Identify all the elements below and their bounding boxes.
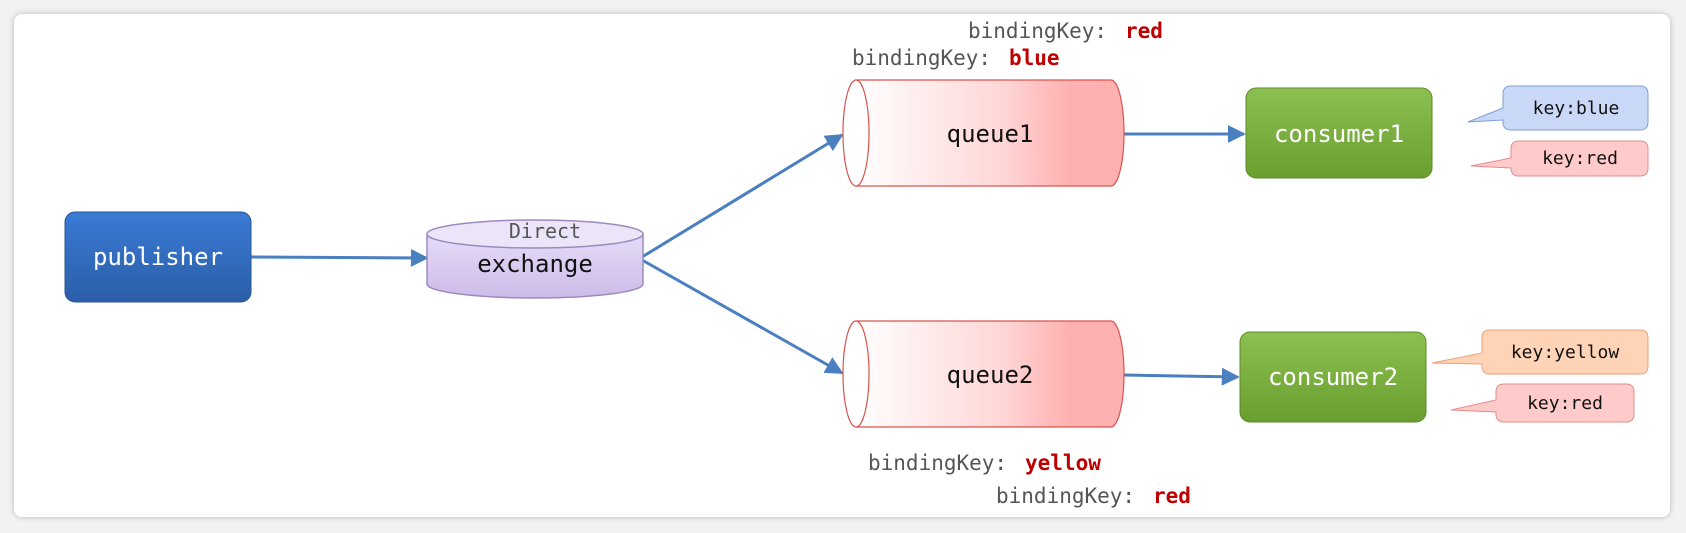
exchange-type-label: Direct — [509, 219, 581, 243]
bubble-text: key:yellow — [1511, 342, 1620, 363]
binding-value: yellow — [1025, 451, 1101, 475]
queue2-node: queue2 — [842, 320, 1125, 428]
binding-value: red — [1125, 19, 1163, 43]
consumer2-node: consumer2 — [1239, 331, 1427, 423]
binding-label: bindingKey: — [996, 484, 1135, 508]
bubble-text: key:red — [1542, 148, 1618, 169]
consumer2-label: consumer2 — [1268, 363, 1398, 391]
binding-label: bindingKey: — [968, 19, 1107, 43]
binding-value: red — [1153, 484, 1191, 508]
publisher-node: publisher — [64, 211, 252, 303]
binding-q2-red: bindingKey: red — [996, 484, 1191, 508]
queue1-label: queue1 — [947, 120, 1034, 148]
binding-q1-red: bindingKey: red — [968, 19, 1163, 43]
arrows — [250, 125, 1246, 386]
binding-label: bindingKey: — [852, 46, 991, 70]
queue2-label: queue2 — [947, 361, 1034, 389]
bubble-c1-blue: key:blue — [1467, 85, 1649, 131]
bubble-c2-red: key:red — [1450, 383, 1635, 423]
binding-q1-blue: bindingKey: blue — [852, 46, 1060, 70]
arrow-publisher-exchange — [250, 248, 429, 267]
consumer1-node: consumer1 — [1245, 87, 1433, 179]
binding-label: bindingKey: — [868, 451, 1007, 475]
publisher-label: publisher — [93, 243, 223, 271]
bubble-c1-red: key:red — [1470, 140, 1649, 177]
arrow-queue2-consumer2 — [1123, 367, 1240, 386]
binding-q2-yellow: bindingKey: yellow — [868, 451, 1101, 475]
exchange-label: exchange — [477, 250, 593, 278]
arrow-exchange-queue2 — [641, 258, 844, 375]
arrow-exchange-queue1 — [641, 133, 844, 259]
bubble-text: key:red — [1527, 393, 1603, 414]
bubble-c2-yellow: key:yellow — [1431, 329, 1649, 375]
binding-value: blue — [1009, 46, 1060, 70]
exchange-node: Direct exchange — [426, 219, 644, 299]
bubble-text: key:blue — [1533, 98, 1620, 119]
consumer1-label: consumer1 — [1274, 120, 1404, 148]
queue1-node: queue1 — [842, 79, 1125, 187]
